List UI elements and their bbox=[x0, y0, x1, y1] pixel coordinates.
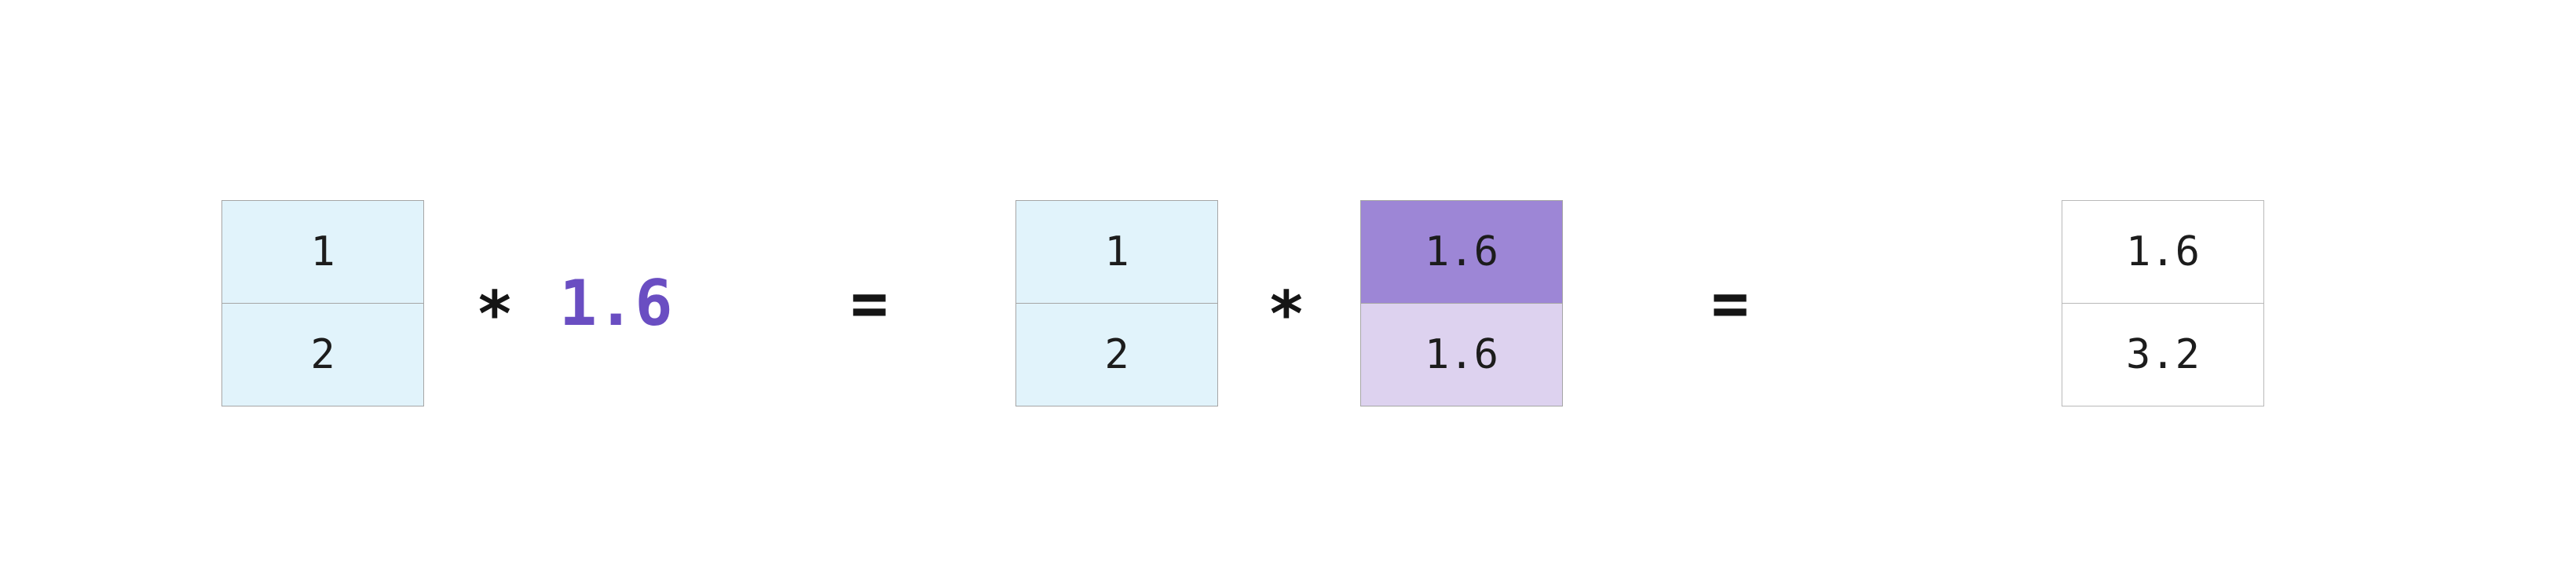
scalar-value: 1.6 bbox=[559, 266, 673, 340]
vector-a-cell-0: 1 bbox=[221, 200, 424, 304]
multiply-operator-2: * bbox=[1255, 200, 1318, 406]
asterisk-glyph: * bbox=[475, 277, 514, 351]
equals-glyph: = bbox=[1711, 266, 1750, 340]
asterisk-glyph: * bbox=[1267, 277, 1306, 351]
equals-operator-2: = bbox=[1699, 200, 1762, 406]
broadcast-cell-1: 1.6 bbox=[1360, 303, 1563, 406]
equals-glyph: = bbox=[850, 266, 889, 340]
vector-a-table: 1 2 bbox=[221, 200, 424, 406]
broadcast-vector-table: 1.6 1.6 bbox=[1360, 200, 1563, 406]
vector-a-cell-1: 2 bbox=[221, 303, 424, 406]
vector-a-table-repeat: 1 2 bbox=[1015, 200, 1218, 406]
result-table: 1.6 3.2 bbox=[2062, 200, 2264, 406]
vector-a-repeat-cell-1: 2 bbox=[1015, 303, 1218, 406]
result-cell-1: 3.2 bbox=[2062, 303, 2264, 406]
broadcast-cell-0: 1.6 bbox=[1360, 200, 1563, 304]
vector-a-repeat-cell-0: 1 bbox=[1015, 200, 1218, 304]
multiply-operator-1: * bbox=[463, 200, 526, 406]
result-cell-0: 1.6 bbox=[2062, 200, 2264, 304]
equals-operator-1: = bbox=[838, 200, 901, 406]
